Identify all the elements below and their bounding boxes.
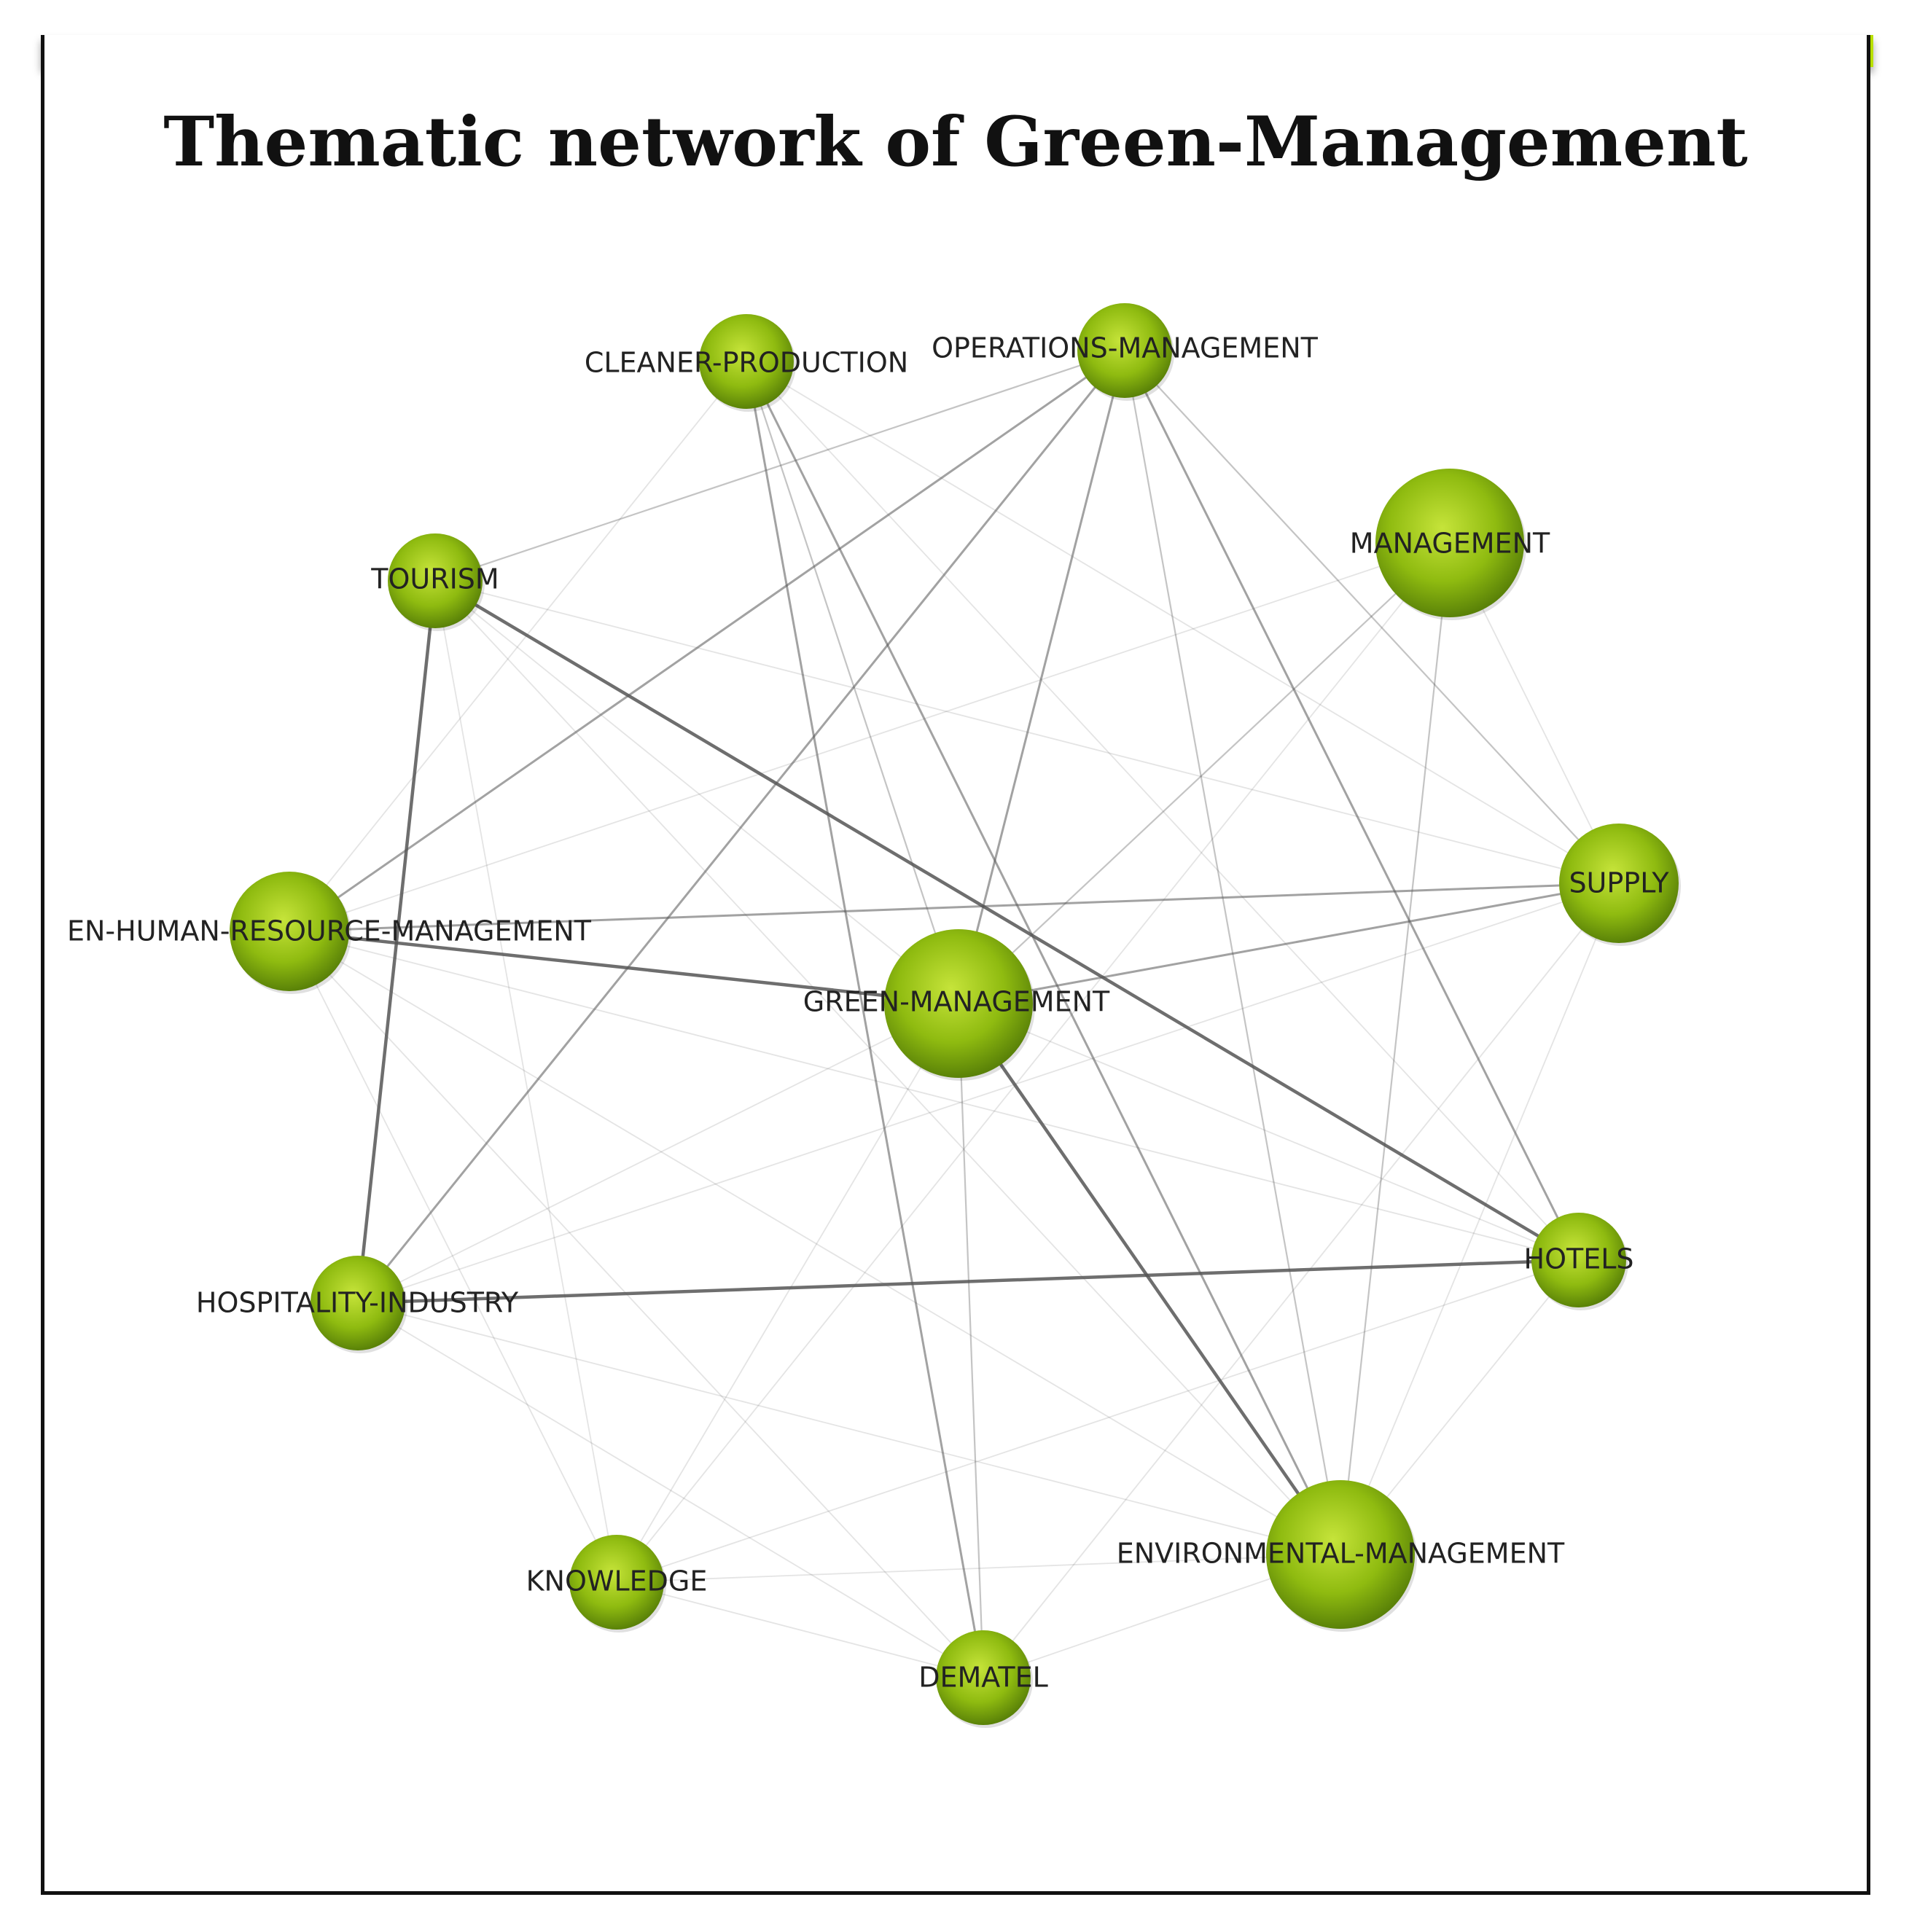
node-management[interactable] [1375,469,1524,617]
edge-green-management-hospitality-industry [357,1003,959,1304]
edge-management-green-hrm [289,542,1451,932]
edge-management-knowledge [616,542,1451,1583]
edge-green-management-supply [958,882,1620,1005]
edge-tourism-operations-management [434,349,1125,582]
edge-knowledge-green-hrm [289,931,617,1583]
node-tourism[interactable] [388,533,483,628]
edge-tourism-environmental-management [434,580,1341,1555]
node-dematel[interactable] [936,1630,1031,1725]
node-label-dematel: DEMATEL [918,1662,1048,1694]
edge-layer [289,349,1620,1678]
node-hospitality-industry[interactable] [311,1256,405,1350]
edge-knowledge-dematel [616,1581,984,1678]
edge-green-management-dematel [957,1003,985,1678]
node-label-cleaner-production: CLEANER-PRODUCTION [585,347,908,379]
edge-hospitality-industry-hotels [357,1258,1580,1305]
edge-supply-dematel [983,883,1620,1678]
edge-supply-hospitality-industry [357,883,1620,1304]
edge-operations-management-hotels [1123,350,1580,1261]
node-label-green-management: GREEN-MANAGEMENT [803,986,1110,1018]
edge-green-management-knowledge [616,1003,959,1583]
edge-operations-management-hospitality-industry [356,350,1126,1304]
edge-cleaner-production-green-management [745,361,960,1004]
edge-knowledge-environmental-management [616,1554,1341,1583]
edge-operations-management-green-hrm [289,349,1125,933]
node-green-management[interactable] [884,929,1033,1078]
node-knowledge[interactable] [569,1535,664,1630]
node-layer [230,303,1681,1728]
edge-cleaner-production-dematel [745,361,985,1678]
edge-green-management-environmental-management [957,1002,1342,1556]
edge-management-green-management [958,542,1451,1004]
edge-supply-environmental-management [1340,883,1620,1555]
node-environmental-management[interactable] [1266,1480,1415,1629]
node-operations-management[interactable] [1077,303,1172,398]
edge-cleaner-production-hotels [746,361,1580,1261]
node-label-supply: SUPPLY [1569,867,1669,899]
edge-operations-management-supply [1124,350,1620,884]
node-label-green-hrm: EN-HUMAN-RESOURCE-MANAGEMENT [67,915,592,947]
node-label-hospitality-industry: HOSPITALITY-INDUSTRY [196,1287,519,1319]
node-label-operations-management: OPERATIONS-MANAGEMENT [932,332,1319,364]
node-supply[interactable] [1559,824,1679,943]
edge-cleaner-production-environmental-management [745,361,1342,1555]
node-green-hrm[interactable] [230,872,349,991]
edge-green-management-hotels [958,1003,1580,1261]
edge-green-hrm-supply [289,882,1620,933]
edge-tourism-green-management [434,580,959,1004]
node-label-knowledge: KNOWLEDGE [526,1565,708,1597]
edge-management-environmental-management [1339,542,1451,1555]
edge-knowledge-hotels [616,1259,1580,1583]
node-hotels[interactable] [1531,1213,1626,1307]
edge-green-hrm-cleaner-production [289,361,747,932]
node-label-environmental-management: ENVIRONMENTAL-MANAGEMENT [1117,1538,1565,1570]
diagram-title: Thematic network of Green-Management [163,102,1748,182]
edge-hospitality-industry-environmental-management [357,1302,1341,1555]
edge-green-hrm-environmental-management [289,931,1341,1555]
node-cleaner-production[interactable] [699,314,794,409]
edge-green-hrm-dematel [289,931,984,1678]
edge-operations-management-green-management [957,350,1126,1004]
edge-green-hrm-green-management [289,929,959,1006]
edge-hospitality-industry-dematel [357,1302,984,1678]
edge-tourism-hotels [434,579,1580,1262]
edge-cleaner-production-supply [746,361,1620,884]
edge-green-hrm-hotels [289,931,1580,1261]
node-label-management: MANAGEMENT [1350,528,1550,560]
node-label-tourism: TOURISM [370,563,499,595]
edge-tourism-knowledge [434,580,617,1583]
label-layer: CLEANER-PRODUCTION OPERATIONS-MANAGEMENT M… [67,332,1669,1694]
node-label-hotels: HOTELS [1524,1243,1634,1275]
